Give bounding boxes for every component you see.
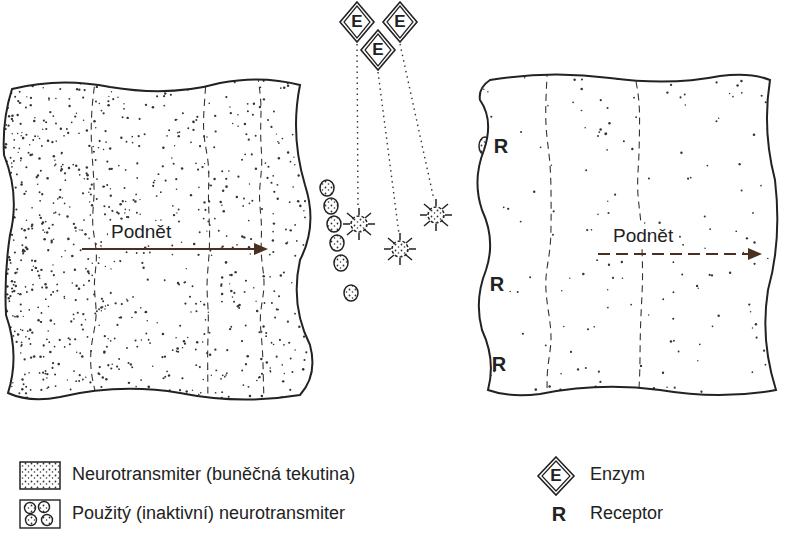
circles-swatch — [20, 500, 60, 528]
active-neurotransmitter — [343, 199, 452, 265]
diamond-border — [383, 2, 417, 42]
stipple — [0, 74, 331, 406]
inactive-molecule — [330, 235, 344, 251]
dotted-line — [400, 44, 434, 200]
cell-ground — [477, 74, 777, 395]
legend-row: Neurotransmiter (buněčná tekutina) — [72, 464, 355, 485]
legend-text: Enzym — [590, 464, 645, 485]
enzyme-letter: E — [351, 12, 362, 32]
stimulus-arrow — [82, 248, 258, 250]
legend-swatches — [20, 457, 574, 528]
transmitter-particle — [384, 233, 416, 265]
receptor-label: R — [492, 353, 506, 376]
stimulus-arrow — [598, 253, 752, 255]
stimulus-label: Podnět — [108, 221, 174, 243]
membrane-dashes — [91, 75, 264, 405]
legend-text: Neurotransmiter (buněčná tekutina) — [72, 464, 355, 485]
enzyme-letter: E — [550, 466, 561, 486]
label-holder: R — [490, 273, 504, 296]
diamond-border — [387, 6, 413, 38]
stipple-swatch — [20, 462, 60, 489]
label-holder: R — [552, 503, 566, 526]
transmitter-particle — [343, 208, 375, 240]
transmitter-particle — [420, 199, 452, 231]
cell-ground — [4, 79, 313, 399]
neuron-cell: Podnět — [470, 70, 785, 400]
dotted-line — [357, 44, 358, 208]
enzyme-diamond: E — [383, 2, 417, 42]
legend-row: Receptor — [590, 503, 663, 524]
inactive-molecule — [327, 216, 341, 232]
receptor-label: R — [552, 503, 566, 526]
diamond-border — [361, 30, 395, 70]
enzyme-diamond: E — [340, 2, 374, 42]
neuron-cell: Podnět — [0, 75, 330, 405]
enzyme-diamond: E — [361, 30, 395, 70]
diamond-border — [340, 2, 374, 42]
diamond-border — [344, 6, 370, 38]
inactive-molecule — [324, 198, 338, 214]
receptor-label: R — [490, 273, 504, 296]
arrow-head — [748, 248, 762, 260]
enzyme-dotted-lines — [357, 44, 434, 234]
legend-text: Použitý (inaktivní) neurotransmiter — [72, 503, 345, 524]
inactive-molecule — [320, 180, 334, 196]
inactive-molecule — [344, 285, 358, 301]
arrow-head — [254, 243, 268, 255]
cell-membrane — [477, 74, 777, 395]
dotted-line — [378, 72, 399, 234]
legend-row: Použitý (inaktivní) neurotransmiter — [72, 503, 345, 524]
legend-text: Receptor — [590, 503, 663, 524]
enzyme-letter: E — [394, 12, 405, 32]
enzyme-symbol — [538, 457, 574, 495]
label-holder: R — [494, 135, 508, 158]
inactive-molecule — [334, 255, 348, 271]
receptor-label: R — [494, 135, 508, 158]
stipple — [470, 69, 783, 399]
diamond-border — [365, 34, 391, 66]
label-holder: E — [550, 466, 561, 486]
enzyme-letter: E — [372, 40, 383, 60]
label-holder: R — [492, 353, 506, 376]
cell-membrane — [4, 79, 313, 399]
stimulus-label: Podnět — [610, 225, 676, 247]
legend-row: Enzym — [590, 464, 645, 485]
inactive-neurotransmitter — [320, 180, 358, 301]
